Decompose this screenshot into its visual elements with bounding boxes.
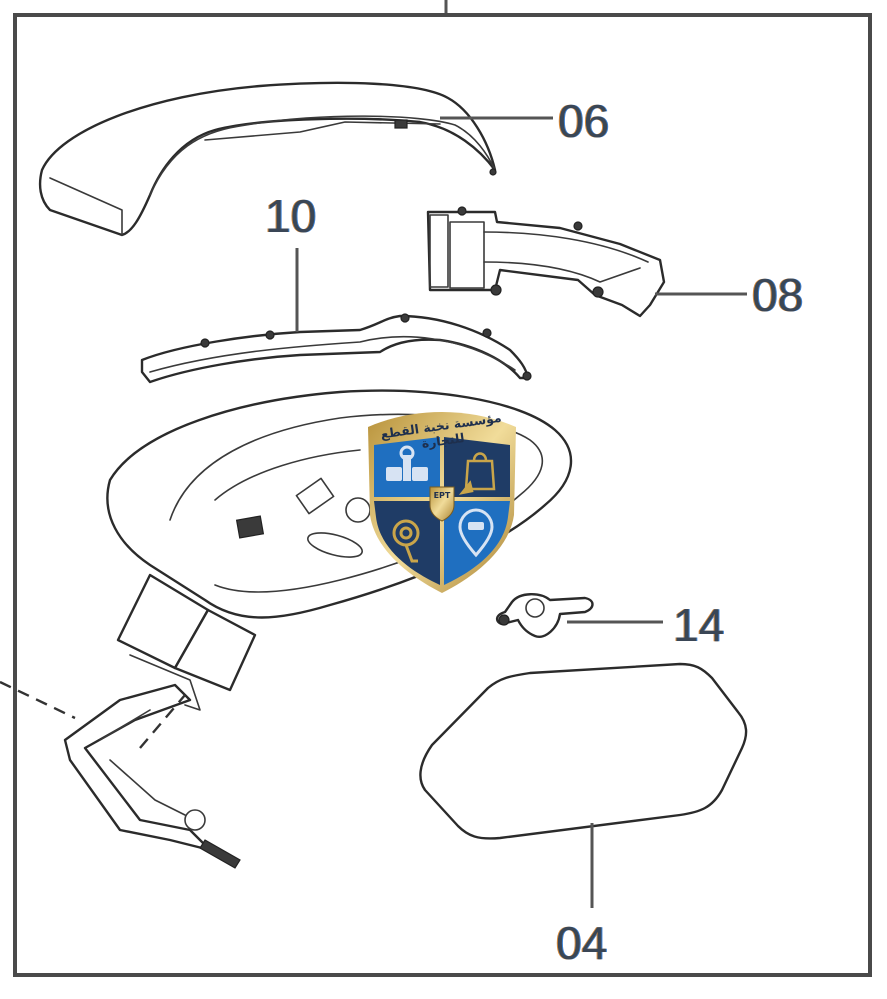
ept-emblem — [429, 486, 455, 522]
part-06-mirror-cover — [38, 81, 497, 237]
car-service-icon — [386, 445, 428, 481]
cover-clip — [394, 119, 408, 129]
alignment-line-base — [139, 694, 186, 749]
watermark-logo — [368, 412, 516, 593]
mirror-base-arm — [63, 573, 257, 869]
callout-06: 06 — [558, 95, 610, 147]
alignment-line-left — [0, 680, 76, 720]
car-location-pin-icon — [458, 508, 494, 558]
part-10-trim-strip — [140, 313, 532, 384]
part-14-clip — [495, 593, 594, 638]
callout-10: 10 — [265, 190, 317, 242]
part-08-turn-signal — [426, 206, 666, 318]
diagram-frame — [13, 13, 872, 977]
shield-quadrant-bottom-left — [374, 501, 440, 585]
gear-bulb-icon — [392, 519, 420, 563]
callout-14: 14 — [673, 599, 725, 651]
part-04-mirror-glass — [419, 662, 748, 840]
watermark-monogram: EPT — [433, 491, 451, 500]
callout-04: 04 — [556, 917, 608, 969]
callout-08: 08 — [752, 269, 804, 321]
shopping-bag-icon — [458, 452, 496, 495]
